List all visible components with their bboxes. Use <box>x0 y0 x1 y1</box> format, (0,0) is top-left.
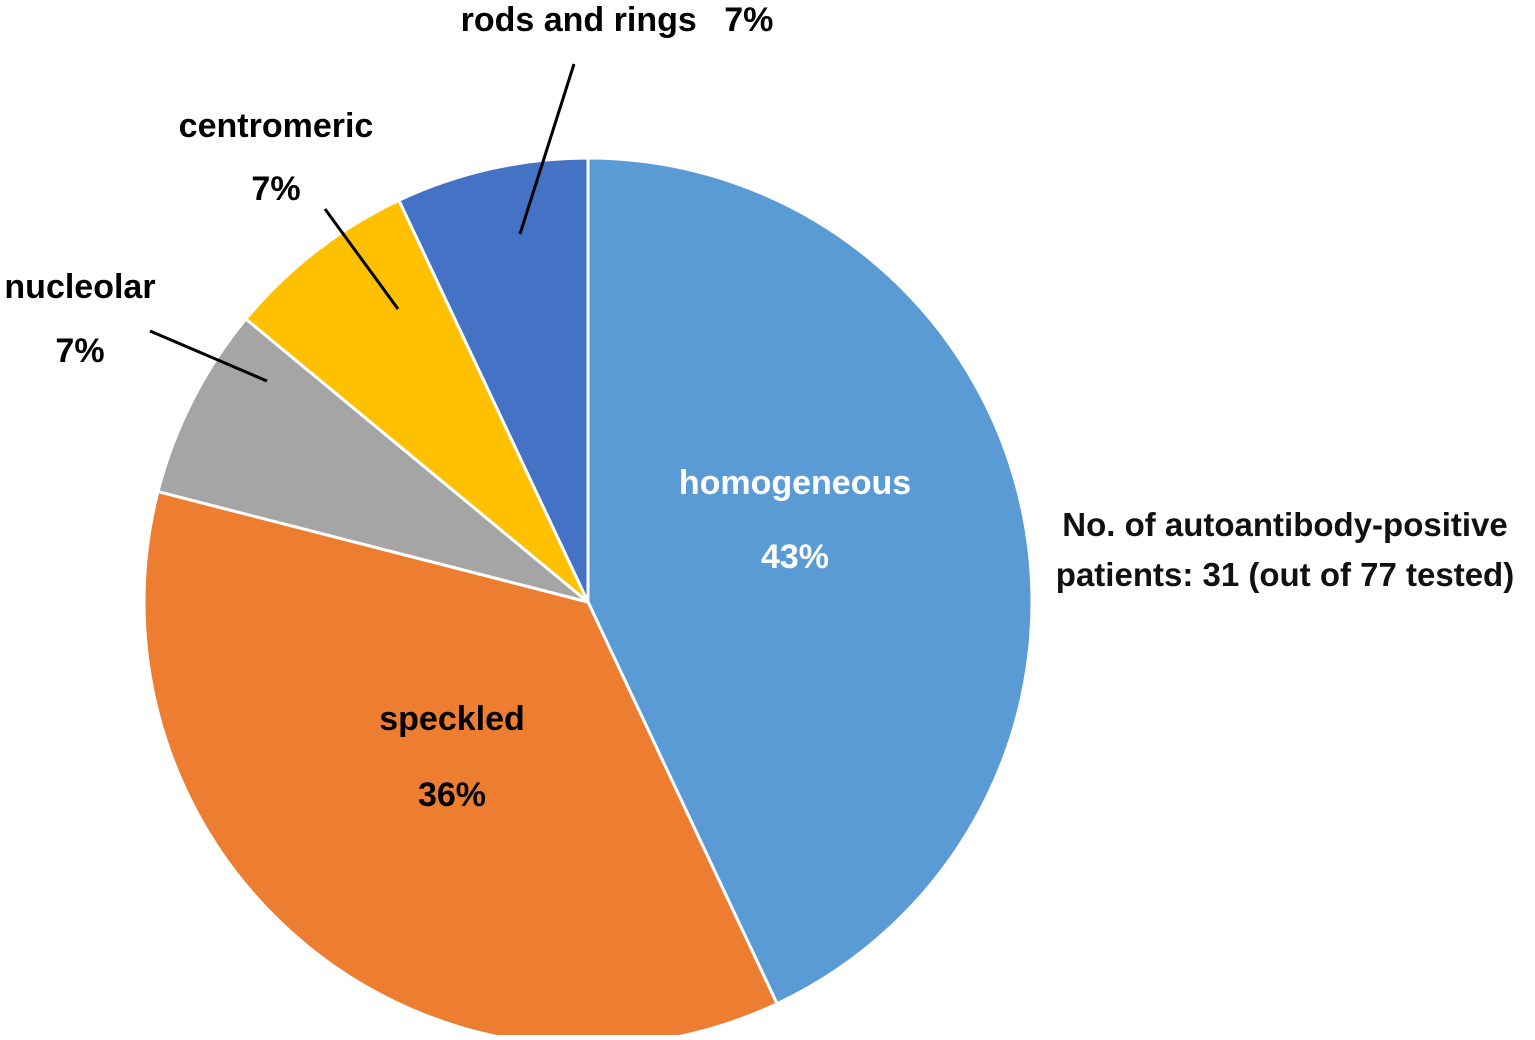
pie-slice-nucleolar <box>156 317 590 604</box>
slice-labels: homogeneous 43% speckled 36% nucleolar 7… <box>4 1 911 814</box>
slice-label-rods-and-rings: rods and rings 7% <box>461 1 774 39</box>
slice-value-nucleolar: 7% <box>55 332 104 370</box>
pie-slice-rods-and-rings <box>397 156 590 604</box>
annotation-line-1: No. of autoantibody-positive <box>1062 506 1508 543</box>
slice-value-centromeric: 7% <box>251 170 300 208</box>
annotation-line-2: patients: 31 (out of 77 tested) <box>1055 556 1515 593</box>
pie-slice-homogeneous <box>586 156 1034 1006</box>
pie-slice-centromeric <box>244 198 590 604</box>
leader-lines <box>149 63 576 383</box>
slice-label-rods-and-rings-name: rods and rings <box>461 1 697 39</box>
slice-label-nucleolar: nucleolar <box>4 268 155 306</box>
leader-line-nucleolar <box>149 329 268 383</box>
patient-count-annotation: No. of autoantibody-positive patients: 3… <box>1040 500 1530 600</box>
slice-label-speckled: speckled <box>379 700 525 738</box>
leader-line-rods-and-rings <box>518 63 576 235</box>
slice-label-centromeric: centromeric <box>179 107 374 145</box>
pie-slices <box>142 156 1034 1040</box>
slice-value-speckled: 36% <box>418 776 486 814</box>
slice-label-homogeneous: homogeneous <box>679 464 911 502</box>
slice-value-homogeneous: 43% <box>761 538 829 576</box>
pie-slice-speckled <box>142 490 779 1040</box>
leader-line-centromeric <box>323 208 400 310</box>
slice-value-rods-and-rings: 7% <box>724 1 773 39</box>
